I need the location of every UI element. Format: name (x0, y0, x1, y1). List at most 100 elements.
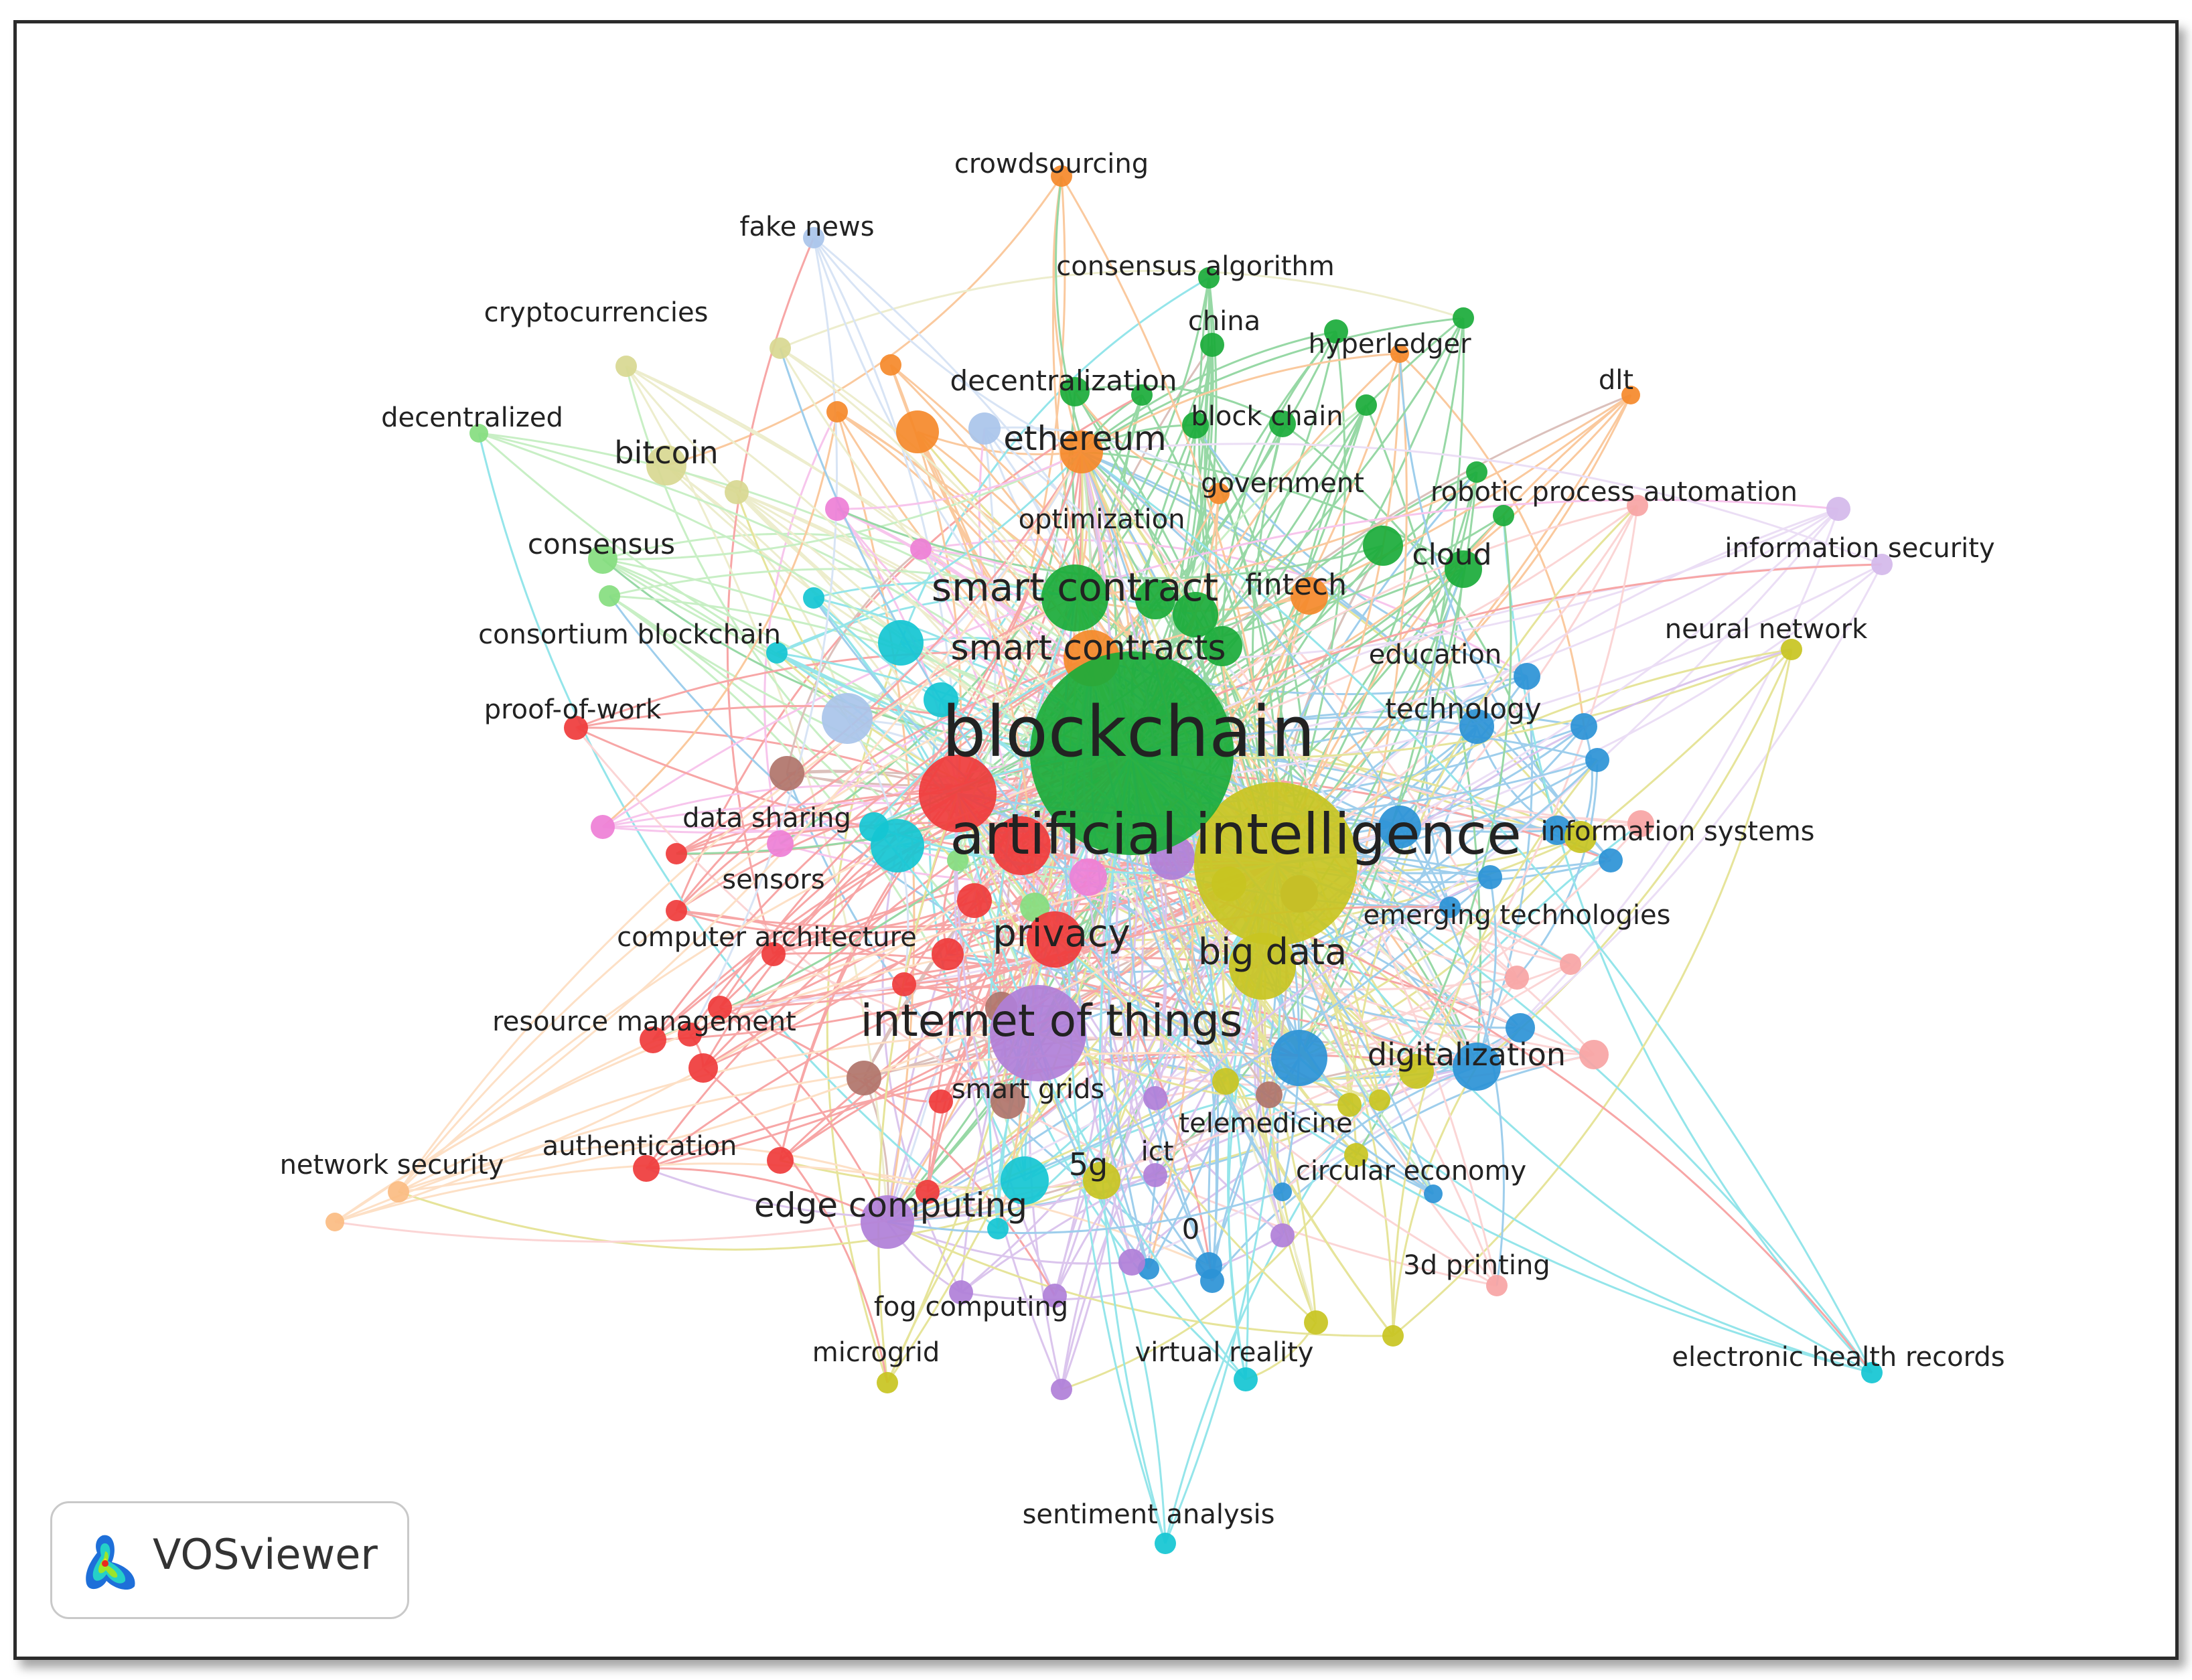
node-yellow-node-7[interactable] (1382, 1325, 1404, 1347)
node-china[interactable] (1324, 319, 1348, 343)
label-computer-architecture[interactable]: computer architecture (617, 922, 917, 953)
node-red-node-9[interactable] (916, 1180, 940, 1204)
node-microgrid[interactable] (877, 1372, 898, 1393)
node-data-sharing[interactable] (767, 830, 794, 857)
node-lightblue-node[interactable] (968, 412, 1001, 445)
label-robotic-process-automation[interactable]: robotic process automation (1431, 477, 1798, 508)
node-ethereum[interactable] (1060, 431, 1103, 473)
network-map[interactable]: blockchain artificial intelligence inter… (17, 23, 2175, 1657)
node-pink-node-4[interactable] (591, 815, 615, 839)
node-virtual-reality[interactable] (1234, 1367, 1258, 1391)
node-blue-node-12[interactable] (1585, 748, 1609, 772)
label-zero[interactable]: 0 (1182, 1213, 1200, 1245)
label-information-security[interactable]: information security (1725, 533, 1994, 564)
node-ict[interactable] (1143, 1163, 1167, 1187)
node-fog-computing[interactable] (1118, 1249, 1145, 1276)
node-red-node-6[interactable] (708, 996, 732, 1020)
label-sentiment-analysis[interactable]: sentiment analysis (1023, 1499, 1275, 1530)
node-salmon-node-1[interactable] (1579, 1040, 1609, 1069)
label-consortium-blockchain[interactable]: consortium blockchain (478, 619, 781, 650)
label-data-sharing[interactable]: data sharing (682, 803, 851, 834)
node-blue-node-1[interactable] (1378, 806, 1421, 848)
label-internet-of-things[interactable]: internet of things (861, 995, 1243, 1047)
label-consensus-algorithm[interactable]: consensus algorithm (1056, 251, 1334, 282)
label-smart-grids[interactable]: smart grids (952, 1074, 1104, 1105)
label-technology[interactable]: technology (1385, 692, 1541, 725)
node-crowdsourcing[interactable] (1051, 165, 1072, 187)
node-salmon-node-5[interactable] (1627, 495, 1648, 516)
node-bitcoin[interactable] (646, 445, 686, 485)
node-cyan-node-4[interactable] (987, 1218, 1009, 1239)
node-technology[interactable] (1459, 709, 1494, 744)
node-authentication[interactable] (633, 1155, 660, 1182)
node-5g-cyan[interactable] (1001, 1156, 1049, 1205)
node-cyan-hub[interactable] (871, 819, 924, 872)
label-3d-printing[interactable]: 3d printing (1403, 1250, 1550, 1281)
label-dlt[interactable]: dlt (1599, 365, 1633, 396)
node-orange-node-2[interactable] (880, 354, 901, 376)
label-education[interactable]: education (1369, 639, 1502, 670)
node-circular-economy[interactable] (1424, 1185, 1443, 1203)
node-lightgreen-node-3[interactable] (947, 850, 968, 871)
node-yellow-node-5[interactable] (1369, 1089, 1390, 1111)
node-3d-printing[interactable] (1486, 1275, 1508, 1296)
label-sensors[interactable]: sensors (722, 864, 824, 895)
node-blue-node-2[interactable] (1542, 816, 1572, 845)
node-yellow-node-4[interactable] (1337, 1093, 1362, 1117)
node-privacy[interactable] (1027, 911, 1083, 968)
label-ethereum[interactable]: ethereum (1003, 419, 1166, 458)
node-consensus[interactable] (588, 544, 617, 574)
node-red-node-7[interactable] (688, 1053, 718, 1083)
label-microgrid[interactable]: microgrid (812, 1337, 940, 1368)
label-digitalization[interactable]: digitalization (1368, 1037, 1566, 1073)
node-consensus-algorithm[interactable] (1198, 267, 1220, 289)
node-cyan-node-2[interactable] (924, 682, 958, 717)
label-block-chain[interactable]: block chain (1191, 401, 1343, 432)
node-red-node-2[interactable] (932, 938, 964, 970)
node-neural-network[interactable] (1781, 639, 1802, 660)
node-salmon-node-2[interactable] (1627, 810, 1654, 837)
label-big-data[interactable]: big data (1198, 931, 1347, 973)
label-crowdsourcing[interactable]: crowdsourcing (954, 149, 1149, 179)
node-brown-node-6[interactable] (1256, 1081, 1283, 1108)
node-decentralization[interactable] (1060, 377, 1090, 406)
node-purple-node-4[interactable] (1043, 1284, 1067, 1308)
node-green-node-9[interactable] (1493, 505, 1514, 526)
node-cloud[interactable] (1445, 550, 1482, 588)
node-blue-node-9[interactable] (1273, 1182, 1292, 1201)
node-information-security[interactable] (1871, 554, 1893, 575)
node-robotic-process-automation[interactable] (1826, 497, 1850, 521)
label-decentralization[interactable]: decentralization (950, 364, 1177, 397)
label-proof-of-work[interactable]: proof-of-work (484, 694, 662, 725)
node-blue-node-4[interactable] (1514, 663, 1540, 690)
label-bitcoin[interactable]: bitcoin (614, 435, 718, 471)
label-decentralized[interactable]: decentralized (381, 402, 563, 433)
node-salmon-node-3[interactable] (1505, 966, 1529, 990)
node-blue-node-6[interactable] (1506, 1013, 1535, 1043)
label-authentication[interactable]: authentication (542, 1131, 737, 1162)
node-electronic-health-records[interactable] (1861, 1362, 1883, 1383)
node-cyan-node-1[interactable] (878, 620, 924, 666)
node-green-node-4[interactable] (1363, 526, 1403, 566)
label-virtual-reality[interactable]: virtual reality (1135, 1337, 1314, 1368)
node-edge-computing[interactable] (861, 1195, 914, 1249)
label-information-systems[interactable]: information systems (1540, 816, 1814, 847)
node-red-node-1[interactable] (957, 883, 992, 918)
node-zero[interactable] (1195, 1252, 1222, 1279)
label-electronic-health-records[interactable]: electronic health records (1672, 1342, 2004, 1373)
label-network-security[interactable]: network security (280, 1150, 504, 1180)
label-consensus[interactable]: consensus (528, 528, 675, 560)
node-purple-node-2[interactable] (1143, 1086, 1167, 1110)
node-green-node-3[interactable] (1135, 579, 1175, 619)
node-blue-node-11[interactable] (1478, 865, 1502, 889)
label-ict[interactable]: ict (1141, 1136, 1174, 1167)
node-blue-node-10[interactable] (1439, 897, 1461, 918)
node-purple-node-3[interactable] (1270, 1223, 1295, 1247)
label-china[interactable]: china (1188, 306, 1260, 337)
node-purple-node-5[interactable] (949, 1280, 973, 1304)
node-pink-node-2[interactable] (910, 538, 932, 560)
node-green-node-5[interactable] (1269, 410, 1296, 437)
node-decentralized[interactable] (469, 424, 488, 443)
label-telemedicine[interactable]: telemedicine (1179, 1108, 1352, 1139)
node-yellow-node-6[interactable] (1304, 1310, 1328, 1334)
